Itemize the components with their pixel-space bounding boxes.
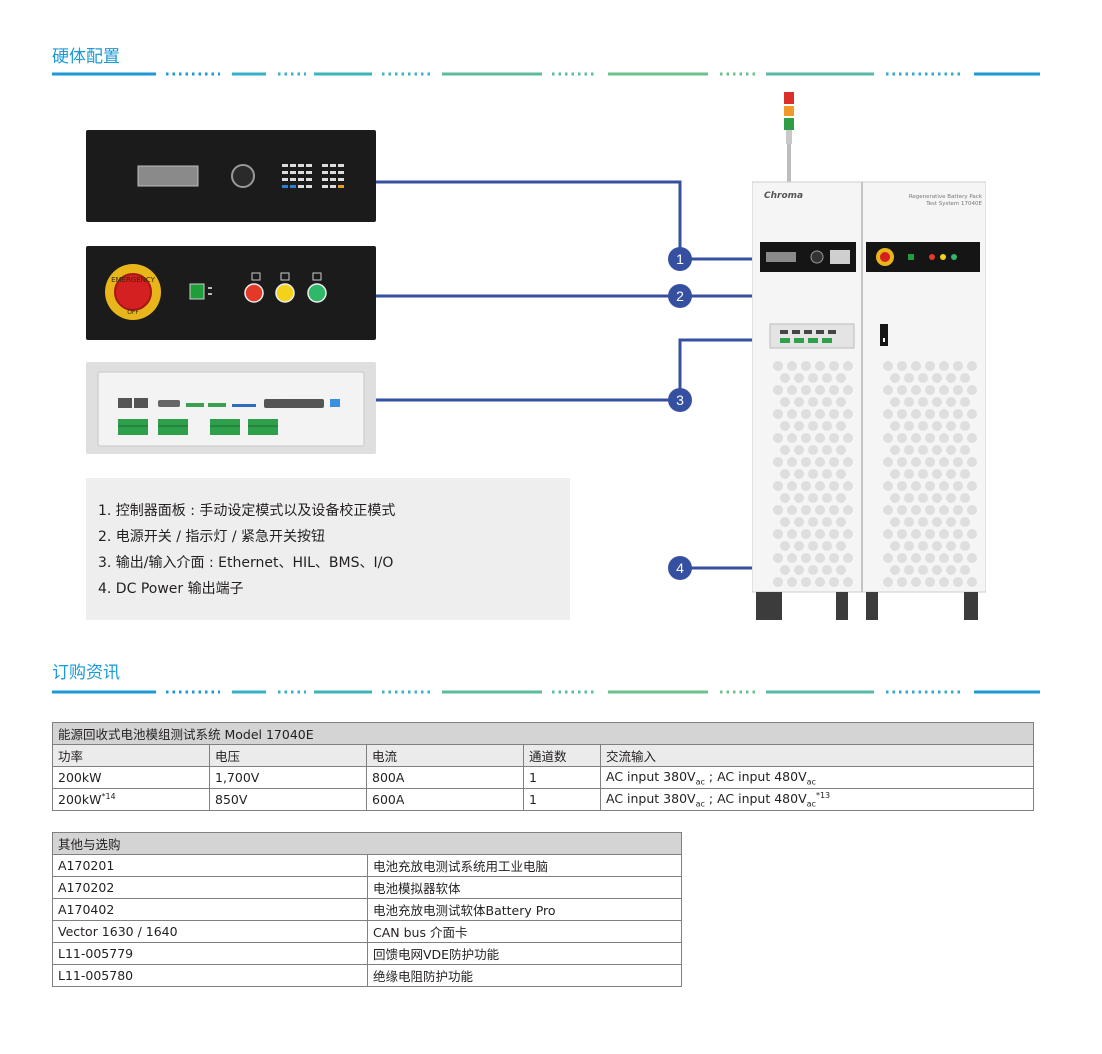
cell-channels: 1 (523, 788, 601, 811)
col-header-current: 电流 (366, 744, 524, 767)
cell-voltage: 850V (209, 788, 367, 811)
cell-current: 800A (366, 766, 524, 789)
section-divider (52, 72, 1040, 76)
options-table: 其他与选购 A170201 电池充放电测试系统用工业电脑 A170202 电池模… (52, 832, 682, 987)
col-header-voltage: 电压 (209, 744, 367, 767)
hardware-legend: 1. 控制器面板 : 手动设定模式以及设备校正模式 2. 电源开关 / 指示灯 … (86, 478, 570, 620)
table-row: A170402 电池充放电测试软体Battery Pro (52, 898, 682, 921)
cell-desc: 回馈电网VDE防护功能 (367, 942, 682, 965)
table-row: Vector 1630 / 1640 CAN bus 介面卡 (52, 920, 682, 943)
cabinet-label-line1: Regenerative Battery Pack (908, 194, 982, 200)
cell-code: L11-005779 (52, 942, 368, 965)
cell-desc: 电池充放电测试系统用工业电脑 (367, 854, 682, 877)
callout-4: 4 (668, 556, 692, 580)
cell-desc: 绝缘电阻防护功能 (367, 964, 682, 987)
cell-code: A170402 (52, 898, 368, 921)
cell-ac-input: AC input 380Vac ; AC input 480Vac (600, 766, 1034, 789)
cell-power: 200kW (52, 766, 210, 789)
legend-item: 3. 输出/输入介面 : Ethernet、HIL、BMS、I/O (98, 555, 394, 571)
cabinet-label-line2: Test System 17040E (926, 201, 982, 207)
table-title: 其他与选购 (52, 832, 682, 855)
table-row: 200kW*14 850V 600A 1 AC input 380Vac ; A… (52, 788, 1034, 811)
cell-voltage: 1,700V (209, 766, 367, 789)
table-row: A170202 电池模拟器软体 (52, 876, 682, 899)
io-interface-panel-photo (86, 362, 376, 454)
emergency-label: EMERGENCY (111, 276, 156, 284)
legend-item: 2. 电源开关 / 指示灯 / 紧急开关按钮 (98, 529, 326, 545)
cell-code: A170202 (52, 876, 368, 899)
controller-panel-photo (86, 130, 376, 222)
callout-1: 1 (668, 247, 692, 271)
cabinet-illustration: Chroma Regenerative Battery Pack Test Sy… (751, 86, 987, 621)
cell-ac-input: AC input 380Vac ; AC input 480Vac*13 (600, 788, 1034, 811)
model-spec-table: 能源回收式电池模组测试系统 Model 17040E 功率 电压 电流 通道数 … (52, 722, 1034, 811)
cell-desc: CAN bus 介面卡 (367, 920, 682, 943)
cell-code: A170201 (52, 854, 368, 877)
table-row: 200kW 1,700V 800A 1 AC input 380Vac ; AC… (52, 766, 1034, 789)
table-row: L11-005780 绝缘电阻防护功能 (52, 964, 682, 987)
table-title: 能源回收式电池模组测试系统 Model 17040E (52, 722, 1034, 745)
legend-item: 4. DC Power 输出端子 (98, 581, 244, 597)
emergency-off-label: OFF (127, 309, 139, 316)
callout-2: 2 (668, 284, 692, 308)
col-header-power: 功率 (52, 744, 210, 767)
cabinet-model-label: Regenerative Battery Pack Test System 17… (870, 194, 982, 208)
cell-desc: 电池充放电测试软体Battery Pro (367, 898, 682, 921)
col-header-ac-input: 交流输入 (600, 744, 1034, 767)
cell-desc: 电池模拟器软体 (367, 876, 682, 899)
ordering-section-title: 订购资讯 (52, 663, 120, 683)
cabinet-brand-logo: Chroma (764, 191, 804, 201)
cell-code: Vector 1630 / 1640 (52, 920, 368, 943)
cell-code: L11-005780 (52, 964, 368, 987)
hardware-section-title: 硬体配置 (52, 47, 120, 67)
callout-3: 3 (668, 388, 692, 412)
table-row: L11-005779 回馈电网VDE防护功能 (52, 942, 682, 965)
section-divider (52, 690, 1040, 694)
cell-power: 200kW*14 (52, 788, 210, 811)
legend-item: 1. 控制器面板 : 手动设定模式以及设备校正模式 (98, 503, 396, 519)
cell-current: 600A (366, 788, 524, 811)
cell-channels: 1 (523, 766, 601, 789)
col-header-channels: 通道数 (523, 744, 601, 767)
table-row: A170201 电池充放电测试系统用工业电脑 (52, 854, 682, 877)
power-switch-panel-photo: EMERGENCY OFF (86, 246, 376, 340)
